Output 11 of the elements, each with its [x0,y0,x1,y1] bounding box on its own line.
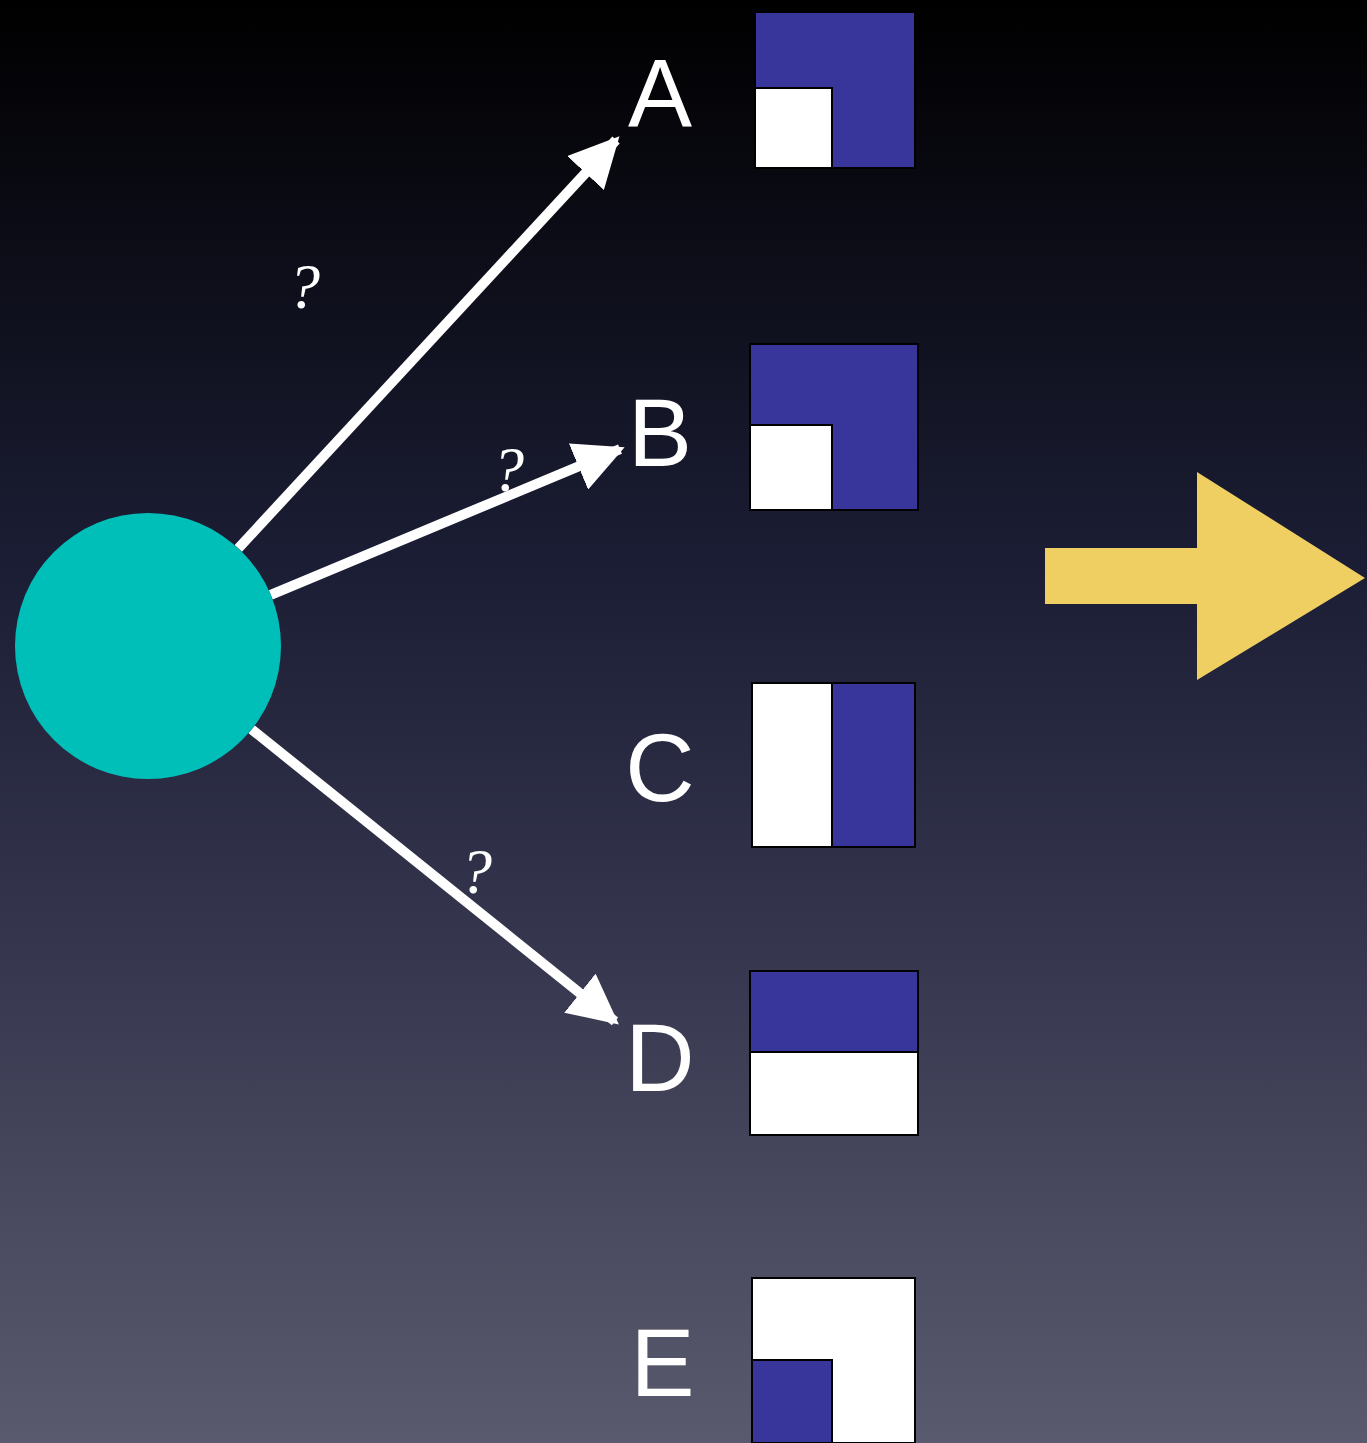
letter-label: B [620,385,700,480]
letter-label: E [625,1315,700,1410]
arrow [268,443,625,600]
letter-label: D [615,1010,705,1105]
letter-label: A [615,45,705,140]
arrow [248,725,619,1026]
letter-label: C [615,720,705,815]
edge-label: ? [460,840,492,904]
edge-label: ? [492,438,524,502]
arrow [234,136,620,552]
edge-label: ? [288,255,320,319]
